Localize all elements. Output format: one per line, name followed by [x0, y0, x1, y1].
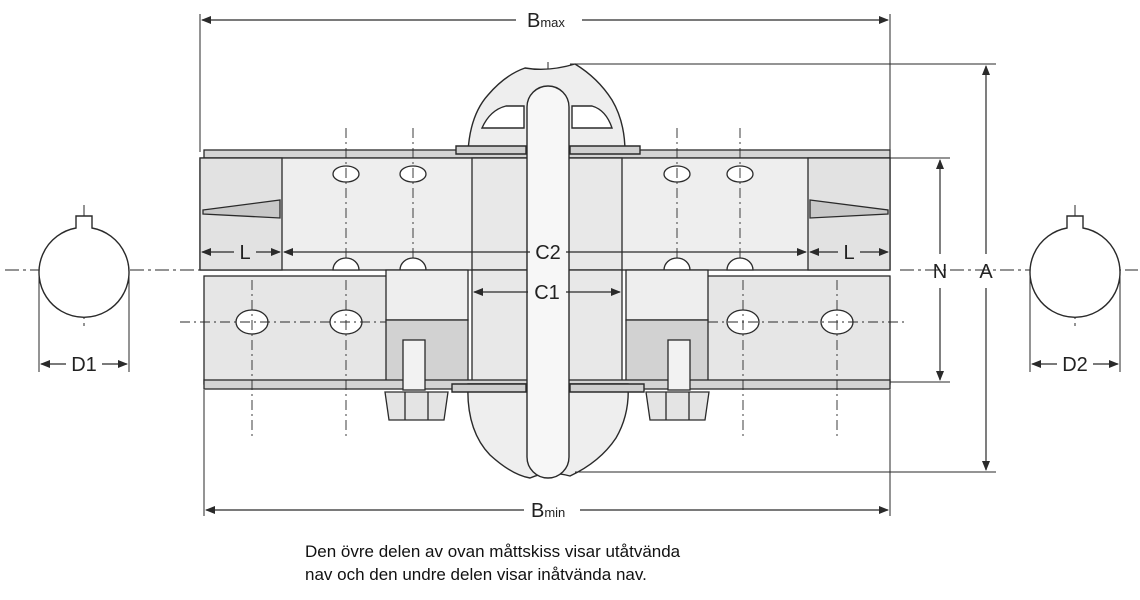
- extension-lines: [199, 14, 996, 516]
- hidden-center-lines: [180, 128, 905, 440]
- center-spacer-element: [451, 63, 645, 479]
- c1-label: C1: [534, 282, 560, 304]
- shaft-section-right: [1029, 215, 1121, 372]
- caption-line-2: nav och den undre delen visar inåtvända …: [305, 565, 647, 584]
- bmax-label: Bmax: [527, 10, 565, 32]
- n-label: N: [933, 261, 947, 283]
- bmin-label: Bmin: [531, 500, 565, 522]
- l-right-label: L: [843, 242, 854, 264]
- lower-half-inward-hubs: [203, 269, 891, 421]
- l-left-label: L: [239, 242, 250, 264]
- d2-label: D2: [1062, 354, 1088, 376]
- caption-line-1: Den övre delen av ovan måttskiss visar u…: [305, 542, 681, 561]
- d1-label: D1: [71, 354, 97, 376]
- c2-label: C2: [535, 242, 561, 264]
- shaft-section-left: [38, 215, 130, 372]
- dimension-lines: [40, 16, 1119, 514]
- drawing-caption: Den övre delen av ovan måttskiss visar u…: [305, 540, 865, 586]
- a-label: A: [979, 261, 993, 283]
